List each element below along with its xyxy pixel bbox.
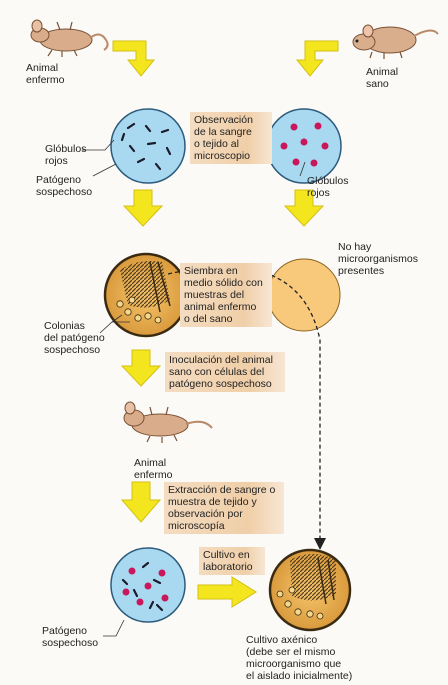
blood-sample-bottom-circle	[110, 547, 186, 623]
arrow-down-left-2-icon	[120, 349, 162, 387]
arrow-sick-to-microscope-icon	[112, 40, 156, 77]
leader-lines-bottom	[103, 619, 125, 637]
arrow-down-left-1-icon	[122, 189, 164, 227]
healthy-animal-label: Animal sano	[366, 66, 399, 90]
sick-mouse-middle-icon	[123, 401, 213, 443]
culture-plate-axenic	[268, 548, 352, 632]
step-observation-box: Observación de la sangre o tejido al mic…	[190, 112, 272, 164]
step-seeding-box: Siembra en medio sólido con muestras del…	[180, 263, 272, 327]
leader-lines-top	[82, 139, 306, 177]
dashed-return-arrow-icon	[167, 266, 326, 550]
step-inoculation-box: Inoculación del animal sano con células …	[165, 352, 285, 392]
no-microorganisms-label: No hay microorganismos presentes	[338, 241, 418, 277]
red-cells-left-label: Glóbulos rojos	[45, 143, 87, 167]
blood-sample-pathogen-circle	[110, 108, 186, 184]
blood-sample-healthy-circle	[266, 108, 342, 184]
culture-plate-colonies	[103, 252, 189, 338]
leader-lines-colonies	[99, 314, 130, 334]
sick-animal-middle-label: Animal enfermo	[134, 457, 173, 481]
step-lab-culture-box: Cultivo en laboratorio	[199, 547, 265, 575]
arrow-down-left-3-icon	[120, 481, 162, 523]
arrow-down-right-1-icon	[283, 189, 325, 227]
arrow-right-culture-icon	[197, 576, 257, 608]
suspect-pathogen-top-label: Patógeno sospechoso	[36, 174, 93, 198]
arrow-healthy-to-microscope-icon	[295, 40, 339, 77]
colonies-label: Colonias del patógeno sospechoso	[44, 320, 105, 356]
step-extraction-box: Extracción de sangre o muestra de tejido…	[164, 482, 284, 534]
healthy-mouse-icon	[352, 24, 439, 59]
red-cells-right-label: Glóbulos rojos	[307, 175, 349, 199]
sick-animal-top-label: Animal enfermo	[26, 62, 65, 86]
suspect-pathogen-bottom-label: Patógeno sospechoso	[42, 625, 99, 649]
culture-plate-empty	[267, 258, 341, 332]
sick-mouse-icon	[30, 19, 109, 57]
axenic-culture-label: Cultivo axénico (debe ser el mismo micro…	[246, 634, 353, 682]
